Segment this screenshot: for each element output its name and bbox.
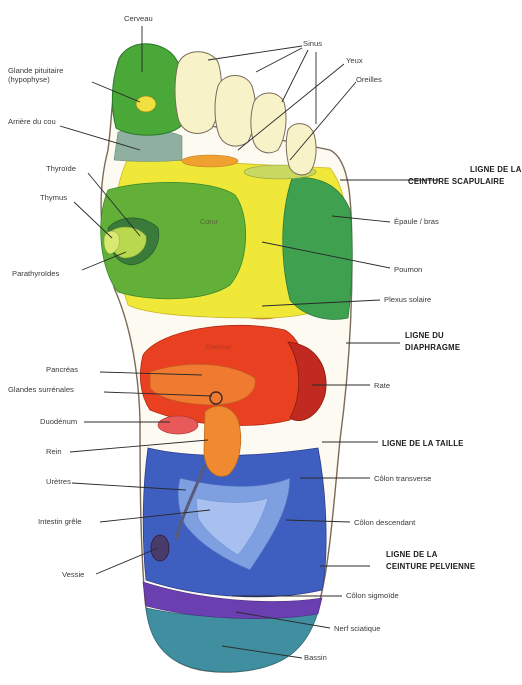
label-poumon: Poumon: [394, 265, 422, 274]
label-rate: Rate: [374, 381, 390, 390]
toe-2: [175, 52, 221, 134]
label-glande-pituitaire-sub: (hypophyse): [8, 75, 50, 84]
zone-duodenum: [158, 416, 198, 434]
zone-gros-orteil-cerveau: [112, 44, 185, 135]
zone-rein: [204, 406, 241, 476]
label-colon-transverse: Côlon transverse: [374, 474, 431, 483]
label-parathyroides: Parathyroïdes: [12, 269, 59, 278]
line-pelvienne-2: CEINTURE PELVIENNE: [386, 562, 475, 571]
label-ureteres: Urètres: [46, 477, 71, 486]
label-pancreas: Pancréas: [46, 365, 78, 374]
label-glandes-surrenales: Glandes surrénales: [8, 385, 74, 394]
toe-5: [286, 124, 316, 175]
label-colon-descendant: Côlon descendant: [354, 518, 416, 527]
line-diaphragme-1: LIGNE DU: [405, 331, 444, 340]
label-thymus: Thymus: [40, 193, 67, 202]
label-intestin-grele: Intestin grêle: [38, 517, 81, 526]
label-vessie: Vessie: [62, 570, 84, 579]
label-arriere-du-cou: Arrière du cou: [8, 117, 56, 126]
label-epaule-bras: Épaule / bras: [394, 217, 439, 226]
foot-illustration: [101, 44, 352, 672]
label-thyroide: Thyroïde: [46, 164, 76, 173]
line-taille: LIGNE DE LA TAILLE: [382, 439, 464, 448]
label-colon-sigmoide: Côlon sigmoïde: [346, 591, 399, 600]
zone-vessie: [151, 535, 169, 561]
label-plexus-solaire: Plexus solaire: [384, 295, 431, 304]
label-cerveau: Cerveau: [124, 14, 153, 23]
line-pelvienne-1: LIGNE DE LA: [386, 550, 438, 559]
label-rein: Rein: [46, 447, 62, 456]
inner-label-coeur: Cœur: [200, 219, 219, 226]
label-glande-pituitaire: Glande pituitaire: [8, 66, 63, 75]
label-yeux: Yeux: [346, 56, 363, 65]
label-duodenum: Duodénum: [40, 417, 77, 426]
zone-glande-pituitaire: [136, 96, 156, 112]
inner-label-estomac: Estomac: [206, 344, 232, 351]
label-sinus: Sinus: [303, 39, 322, 48]
line-scapulaire-1: LIGNE DE LA: [470, 165, 522, 174]
line-diaphragme-2: DIAPHRAGME: [405, 343, 460, 352]
label-nerf-sciatique: Nerf sciatique: [334, 624, 380, 633]
label-oreilles: Oreilles: [356, 75, 382, 84]
line-scapulaire-2: CEINTURE SCAPULAIRE: [408, 177, 505, 186]
toe-3: [215, 76, 255, 147]
label-bassin: Bassin: [304, 653, 327, 662]
toe-4: [251, 93, 286, 153]
zone-yeux-base: [182, 155, 238, 167]
